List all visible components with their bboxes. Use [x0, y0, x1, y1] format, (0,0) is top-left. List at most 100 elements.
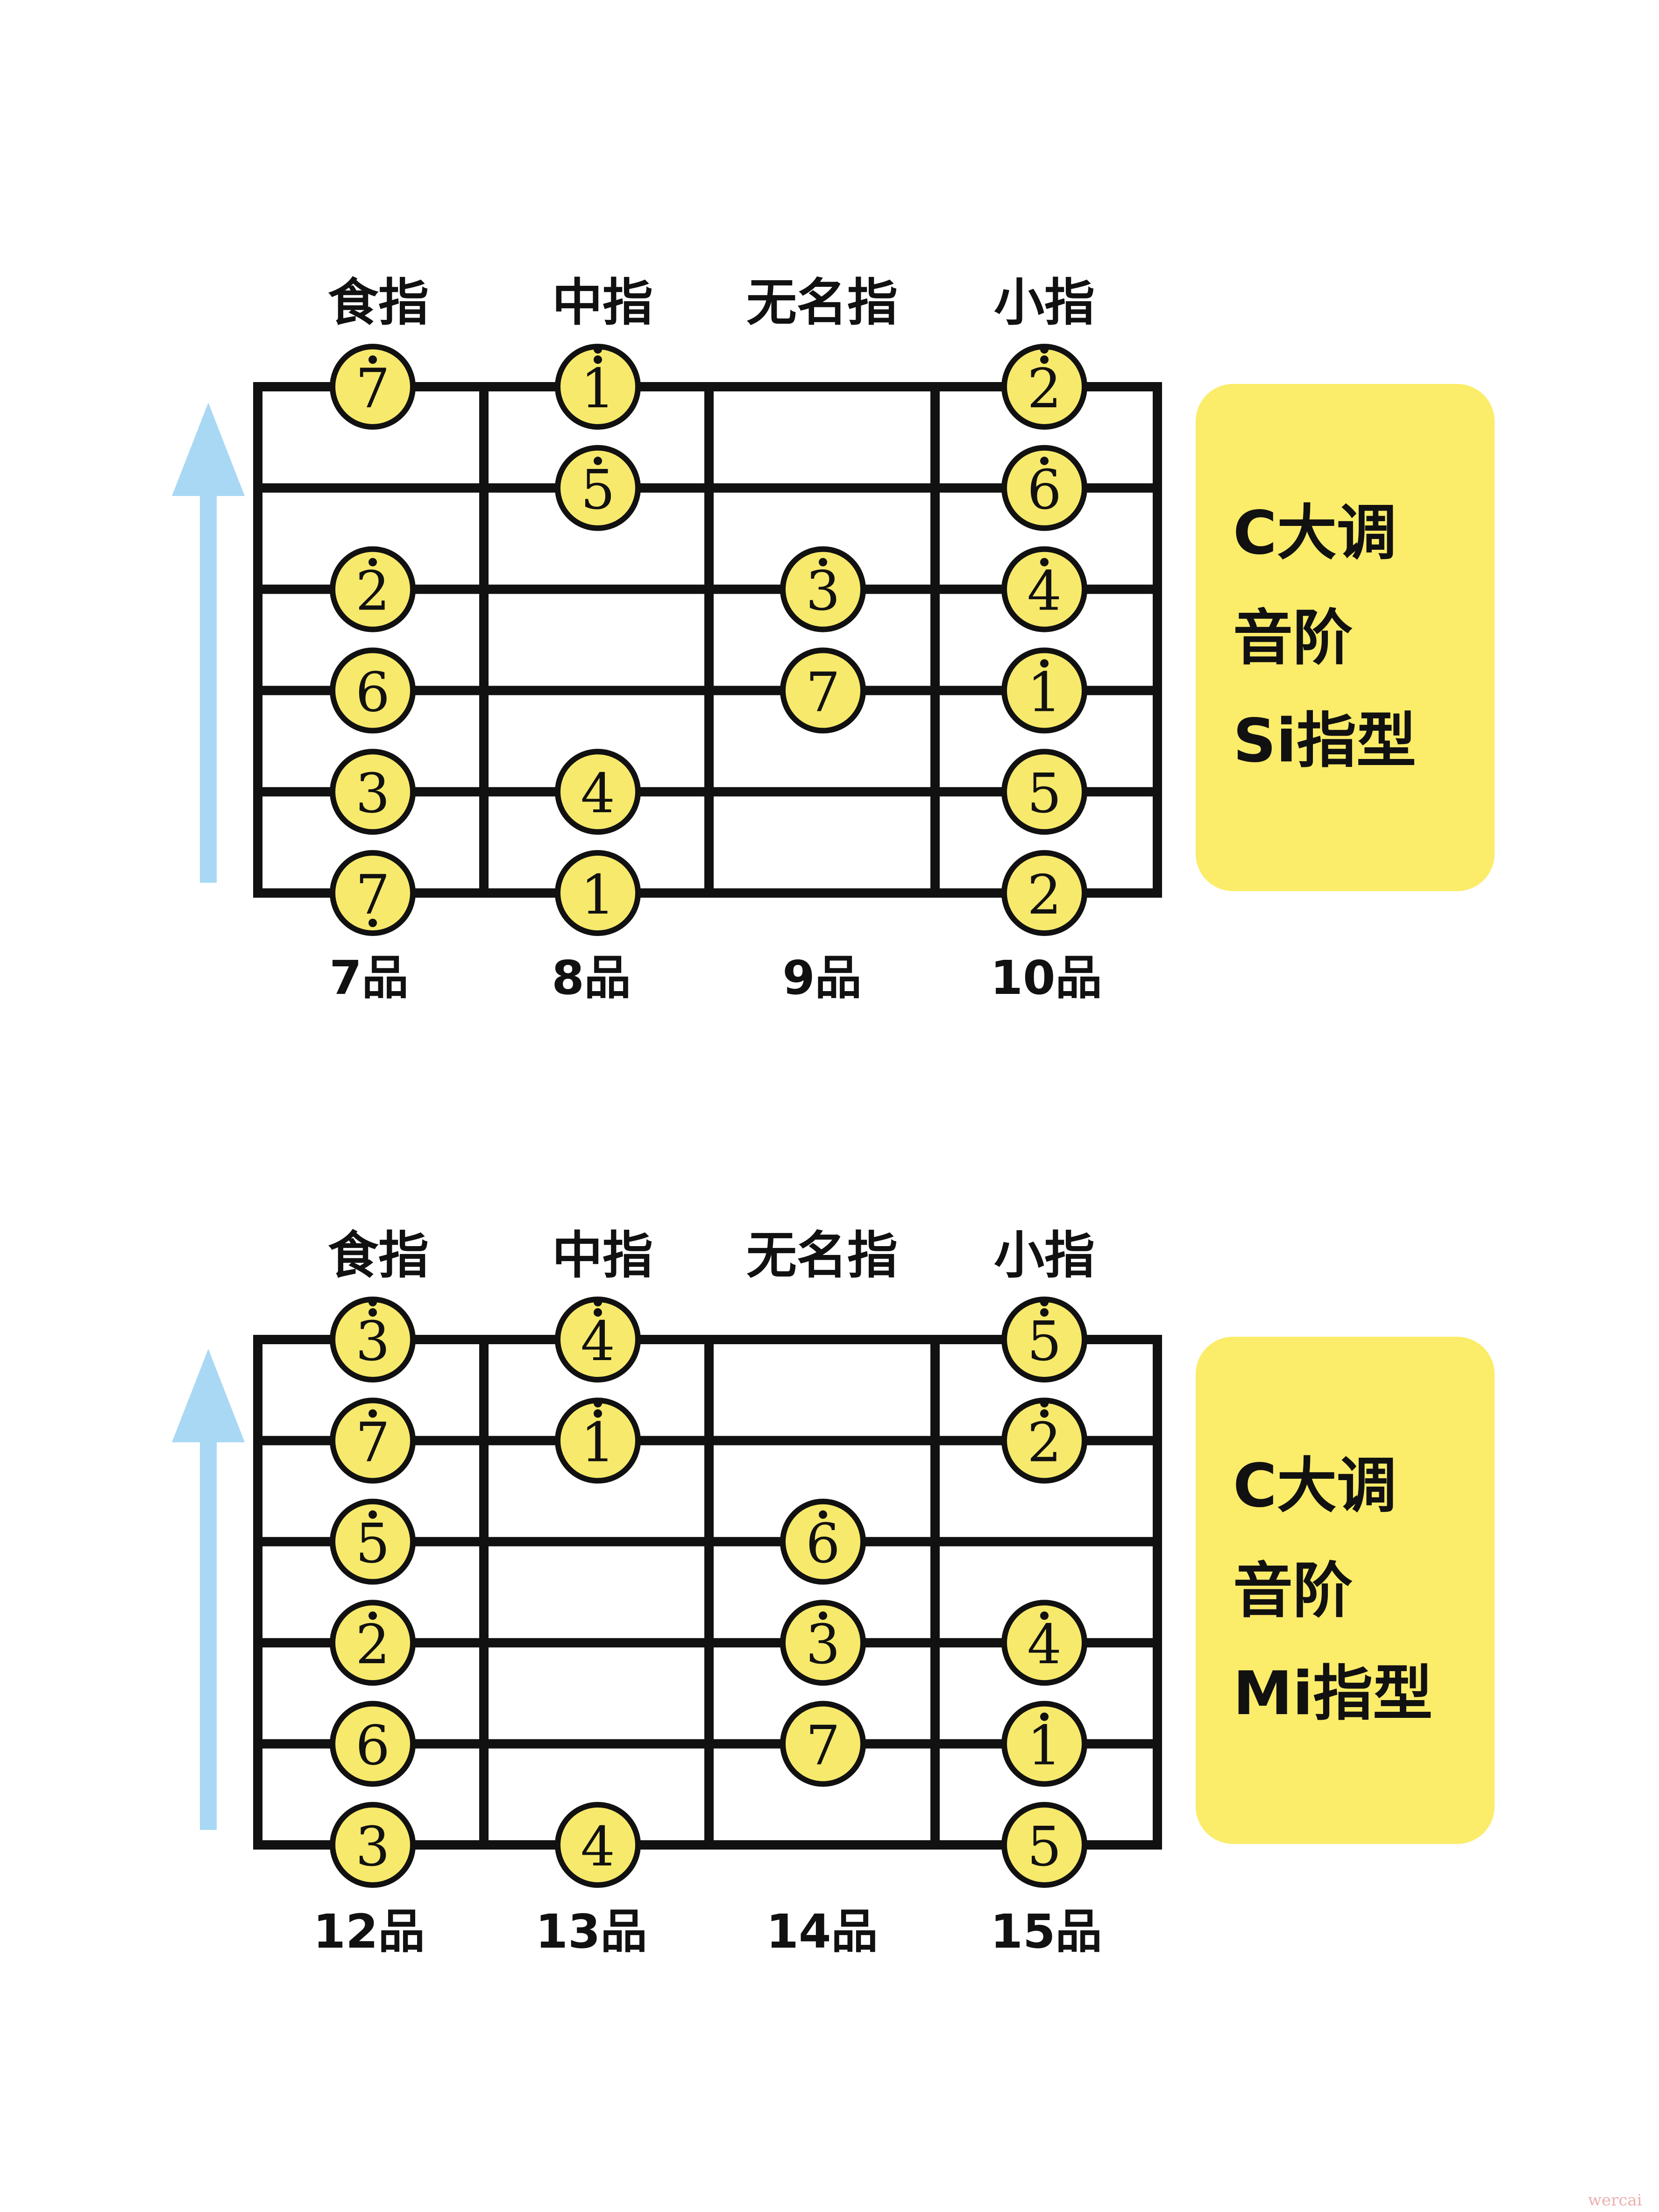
- scale-title-line: C大调: [1233, 498, 1397, 568]
- note-digit: 7: [806, 1715, 840, 1778]
- note-marker: 2: [1001, 1397, 1087, 1484]
- note-marker: 3: [780, 546, 866, 632]
- note-circle: [330, 1802, 416, 1888]
- note-marker: 6: [780, 1498, 866, 1585]
- note-digit: 7: [355, 864, 390, 927]
- note-digit: 4: [581, 1815, 615, 1879]
- octave-dot-above: [594, 1409, 602, 1418]
- note-circle: [330, 1498, 416, 1585]
- note-marker: 7: [780, 647, 866, 734]
- note-marker: 3: [780, 1600, 866, 1686]
- note-circle: [330, 546, 416, 632]
- note-digit: 3: [355, 762, 390, 825]
- scale-title-line: 音阶: [1233, 603, 1353, 673]
- note-marker: 1: [1001, 647, 1087, 734]
- note-marker: 5: [1001, 1297, 1087, 1382]
- finger-label: 中指: [552, 1227, 653, 1285]
- note-digit: 2: [1027, 864, 1062, 927]
- note-marker: 4: [1001, 546, 1087, 632]
- note-marker: 1: [555, 1397, 641, 1484]
- note-marker: 1: [555, 850, 641, 936]
- fret-label: 8品: [552, 950, 631, 1005]
- scale-title-line: Si指型: [1233, 706, 1416, 776]
- octave-dot-above: [594, 456, 602, 465]
- octave-dot-above: [594, 1308, 602, 1317]
- fret-label: 9品: [782, 950, 862, 1005]
- note-digit: 1: [1027, 1715, 1062, 1778]
- octave-dot-above: [1040, 1611, 1049, 1620]
- note-marker: 5: [330, 1498, 416, 1585]
- note-digit: 3: [806, 560, 840, 623]
- note-digit: 2: [1027, 1411, 1062, 1474]
- note-marker: 3: [330, 1297, 416, 1382]
- note-circle: [1001, 546, 1087, 632]
- note-digit: 3: [355, 1815, 390, 1879]
- watermark-text: wercai: [1588, 2191, 1642, 2210]
- octave-dot-above: [819, 1611, 827, 1620]
- note-circle: [330, 850, 416, 936]
- finger-label: 食指: [328, 1227, 429, 1285]
- note-digit: 1: [581, 1411, 615, 1474]
- octave-dot-above: [819, 558, 827, 567]
- octave-dot-above: [369, 355, 377, 364]
- note-marker: 2: [330, 1600, 416, 1686]
- note-circle: [555, 850, 641, 936]
- octave-dot-above: [1040, 1712, 1049, 1721]
- note-digit: 5: [1027, 1310, 1062, 1373]
- note-circle: [330, 1701, 416, 1787]
- up-arrow-icon: [172, 403, 245, 883]
- note-marker: 2: [1001, 850, 1087, 936]
- note-circle: [1001, 445, 1087, 531]
- note-marker: 3: [330, 1802, 416, 1888]
- note-digit: 4: [1027, 560, 1062, 623]
- note-marker: 5: [1001, 749, 1087, 835]
- fret-label: 12品: [313, 1904, 425, 1959]
- octave-dot-above: [819, 1510, 827, 1519]
- note-digit: 5: [1027, 1815, 1062, 1879]
- note-marker: 1: [555, 344, 641, 430]
- note-digit: 5: [355, 1512, 390, 1575]
- note-marker: 6: [330, 647, 416, 734]
- finger-label: 小指: [994, 1227, 1095, 1285]
- note-circle: [1001, 749, 1087, 835]
- note-marker: 7: [330, 344, 416, 430]
- up-arrow-icon: [172, 1349, 245, 1830]
- note-circle: [780, 546, 866, 632]
- note-digit: 2: [355, 1613, 390, 1676]
- octave-dot-above: [1040, 456, 1049, 465]
- note-circle: [780, 1498, 866, 1585]
- note-marker: 3: [330, 749, 416, 835]
- octave-dot-above: [369, 1298, 377, 1306]
- note-digit: 2: [1027, 357, 1062, 420]
- finger-label: 食指: [328, 274, 429, 332]
- octave-dot-above: [1040, 1298, 1049, 1306]
- note-marker: 6: [330, 1701, 416, 1787]
- note-circle: [1001, 1600, 1087, 1686]
- octave-dot-above: [594, 355, 602, 364]
- octave-dot-below: [369, 919, 377, 927]
- scale-title-line: C大调: [1233, 1451, 1397, 1521]
- note-marker: 4: [555, 1802, 641, 1888]
- note-digit: 7: [355, 1411, 390, 1474]
- note-circle: [780, 1701, 866, 1787]
- scale-title-line: Mi指型: [1233, 1659, 1432, 1729]
- note-marker: 5: [555, 445, 641, 531]
- note-marker: 1: [1001, 1701, 1087, 1787]
- octave-dot-above: [1040, 345, 1049, 354]
- octave-dot-above: [1040, 355, 1049, 364]
- note-circle: [555, 749, 641, 835]
- note-marker: 2: [330, 546, 416, 632]
- octave-dot-above: [594, 1399, 602, 1408]
- octave-dot-above: [369, 558, 377, 567]
- note-marker: 7: [330, 850, 416, 936]
- note-marker: 4: [1001, 1600, 1087, 1686]
- note-circle: [555, 445, 641, 531]
- note-circle: [1001, 1701, 1087, 1787]
- note-digit: 1: [581, 864, 615, 927]
- note-marker: 4: [555, 749, 641, 835]
- note-digit: 6: [355, 1715, 390, 1778]
